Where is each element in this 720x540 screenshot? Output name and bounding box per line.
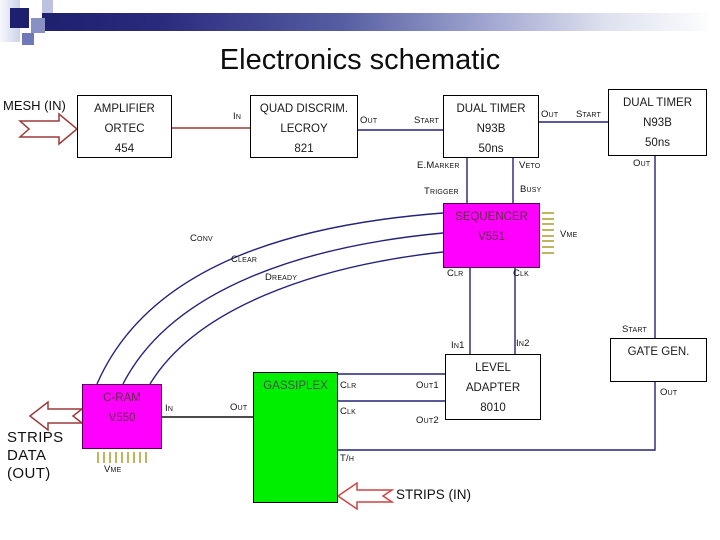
strips-in-arrow [336,481,395,511]
label-veto: Veto [519,160,541,171]
label-start-timer2: Start [576,109,601,120]
box-dual-timer-1-line-1: DUAL TIMER [456,103,526,115]
box-c-ram-line-1: C-RAM [103,392,141,404]
box-sequencer-line-2: V551 [478,231,505,243]
header-gradient-bar [42,13,708,31]
box-quad-discriminator-line-1: QUAD DISCRIM. [259,103,349,115]
box-gassiplex-line-1: GASSIPLEX [263,380,328,392]
label-dready: Dready [265,272,298,283]
box-sequencer-line-1: SEQUENCER [455,211,528,223]
decor-square-navy [10,8,29,28]
label-in-quad: In [233,111,242,122]
wire-dready-curve [149,251,444,385]
label-out-timer1: Out [541,109,559,120]
label-out-timer2: Out [633,158,651,169]
box-amplifier-line-2: ORTEC [104,123,145,135]
box-amplifier-line-3: 454 [114,143,135,155]
box-dual-timer-1-line-2: N93B [476,123,506,135]
label-clk-gassiplex: Clk [340,406,357,417]
wire-conv-curve [96,212,444,385]
box-level-adapter-line-3: 8010 [480,402,506,414]
box-sequencer: SEQUENCER V551 [443,203,540,268]
box-dual-timer-2: DUAL TIMER N93B 50ns [608,89,707,156]
label-in1: In1 [451,340,465,351]
label-out2: Out2 [416,415,439,426]
label-clr-sequencer: Clr [447,268,464,279]
label-mesh-in: MESH (IN) [3,98,66,113]
label-out-quad: Out [360,115,378,126]
box-dual-timer-1-line-3: 50ns [478,143,504,155]
label-conv: Conv [190,233,213,244]
box-c-ram-line-2: V550 [108,412,136,424]
label-e-marker: E.Marker [417,160,460,171]
box-dual-timer-2-line-3: 50ns [645,137,670,149]
box-amplifier: AMPLIFIER ORTEC 454 [77,95,172,158]
sequencer-vme-bus [542,212,554,254]
box-level-adapter-line-2: ADAPTER [465,382,521,394]
box-gassiplex: GASSIPLEX [253,372,338,503]
label-clear: Clear [231,254,258,265]
label-t-h: T/h [340,453,355,464]
box-quad-discriminator-line-2: LECROY [280,123,328,135]
label-clk-sequencer: Clk [513,268,530,279]
label-strips-data-line1: STRIPS [7,429,64,446]
box-quad-discriminator-line-3: 821 [294,143,314,155]
label-strips-data-line2: DATA [7,447,47,464]
box-quad-discriminator: QUAD DISCRIM. LECROY 821 [250,95,358,158]
box-level-adapter: LEVEL ADAPTER 8010 [445,354,541,420]
label-strips-in: STRIPS (IN) [396,487,472,502]
wire-gategen-to-th [338,382,656,451]
box-gate-gen-line-1: GATE GEN. [627,346,690,358]
box-gate-gen: GATE GEN. [610,338,707,382]
label-out-gassiplex: Out [230,402,248,413]
label-vme-sequencer: Vme [560,229,578,240]
cram-vme-bus [97,452,147,463]
page-title: Electronics schematic [219,44,501,76]
label-in2: In2 [516,338,530,349]
label-start-timer1: Start [414,115,439,126]
box-level-adapter-line-1: LEVEL [475,362,511,374]
box-dual-timer-2-line-1: DUAL TIMER [622,97,692,109]
box-dual-timer-2-line-2: N93B [643,117,672,129]
decor-square-light [42,0,53,13]
decor-square-small [22,33,34,45]
label-strips-data-line3: (OUT) [7,465,51,482]
label-in-cram: In [165,403,174,414]
box-c-ram: C-RAM V550 [82,384,162,449]
label-out1: Out1 [416,380,439,391]
strips-data-out-arrow [28,400,85,432]
decor-square-medium [31,18,45,33]
label-out-gategen: Out [660,387,678,398]
label-clr-gassiplex: Clr [340,380,357,391]
box-dual-timer-1: DUAL TIMER N93B 50ns [443,95,539,158]
label-vme-cram: Vme [104,464,122,475]
label-start-gategen: Start [622,324,647,335]
mesh-in-arrow [18,112,79,146]
box-amplifier-line-1: AMPLIFIER [94,103,155,115]
wire-clear-curve [122,232,444,385]
label-busy: Busy [520,184,542,195]
label-trigger: Trigger [424,186,459,197]
